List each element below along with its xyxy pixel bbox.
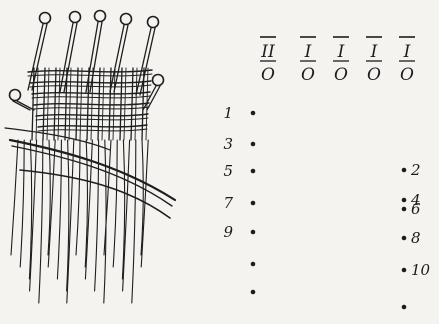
left-point: 7 (223, 194, 255, 212)
pin-shaft (136, 28, 155, 95)
right-dot (402, 236, 407, 241)
hanging-strand (20, 140, 24, 267)
left-dot (251, 262, 256, 267)
left-point: 1 (223, 104, 255, 122)
peg-label-bottom: O (367, 65, 381, 85)
peg-label-bottom: O (301, 65, 315, 85)
right-point: 8 (402, 229, 421, 247)
hanging-strand (57, 140, 61, 279)
peg-column-3: IO (333, 37, 349, 85)
pin-shaft (13, 101, 34, 110)
right-point: 10 (402, 261, 431, 279)
left-point: 3 (223, 135, 255, 153)
peg-column-5: IO (399, 37, 415, 85)
left-dot (251, 230, 256, 235)
left-dot (251, 290, 256, 295)
peg-label-top: II (260, 42, 275, 62)
hanging-strand (39, 140, 43, 303)
hanging-strand (11, 140, 18, 255)
left-point: 5 (223, 162, 255, 180)
pin-head (153, 75, 164, 86)
weft-band-curve (5, 128, 110, 150)
pin-head (121, 14, 132, 25)
warp-thread (32, 68, 34, 140)
right-number: 6 (411, 200, 421, 218)
peg-column-1: II O (260, 37, 276, 85)
hanging-strand (113, 140, 117, 267)
peg-label-top: I (337, 42, 345, 62)
left-point: 9 (223, 223, 255, 241)
hanging-strand (48, 140, 55, 267)
left-number: 5 (223, 162, 233, 180)
left-number-column: 1 3 5 7 9 (223, 104, 255, 294)
left-point (251, 290, 256, 295)
right-number: 8 (411, 229, 421, 247)
right-point: 2 (402, 161, 421, 179)
peg-column-2: IO (300, 37, 316, 85)
left-dot (251, 142, 256, 147)
right-dot (402, 168, 407, 173)
pin-shaft (143, 86, 160, 110)
right-point (402, 305, 407, 310)
pin-head (148, 17, 159, 28)
left-dot (251, 111, 256, 116)
left-point (251, 262, 256, 267)
pin-head (10, 90, 21, 101)
right-dot (402, 207, 407, 212)
peg-label-top: I (304, 42, 312, 62)
warp-thread (109, 68, 111, 140)
peg-label-bottom: O (334, 65, 348, 85)
peg-label-bottom: O (261, 65, 275, 85)
peg-label-bottom: O (400, 65, 414, 85)
left-number: 7 (223, 194, 233, 212)
right-number: 2 (410, 161, 421, 179)
right-dot (402, 198, 407, 203)
peg-label-top: I (403, 42, 411, 62)
woven-band-drawing (5, 11, 175, 304)
right-number: 10 (411, 261, 431, 279)
left-dot (251, 169, 256, 174)
hanging-strand (132, 140, 136, 303)
peg-label-top: I (370, 42, 378, 62)
left-dot (251, 201, 256, 206)
right-point: 6 (402, 200, 421, 218)
pin-head (95, 11, 106, 22)
pin-head (70, 12, 81, 23)
left-number: 9 (223, 223, 233, 241)
left-number: 1 (223, 104, 233, 122)
left-number: 3 (223, 135, 233, 153)
right-dot (402, 305, 407, 310)
pin-head (40, 13, 51, 24)
peg-column-4: IO (366, 37, 382, 85)
right-dot (402, 268, 407, 273)
